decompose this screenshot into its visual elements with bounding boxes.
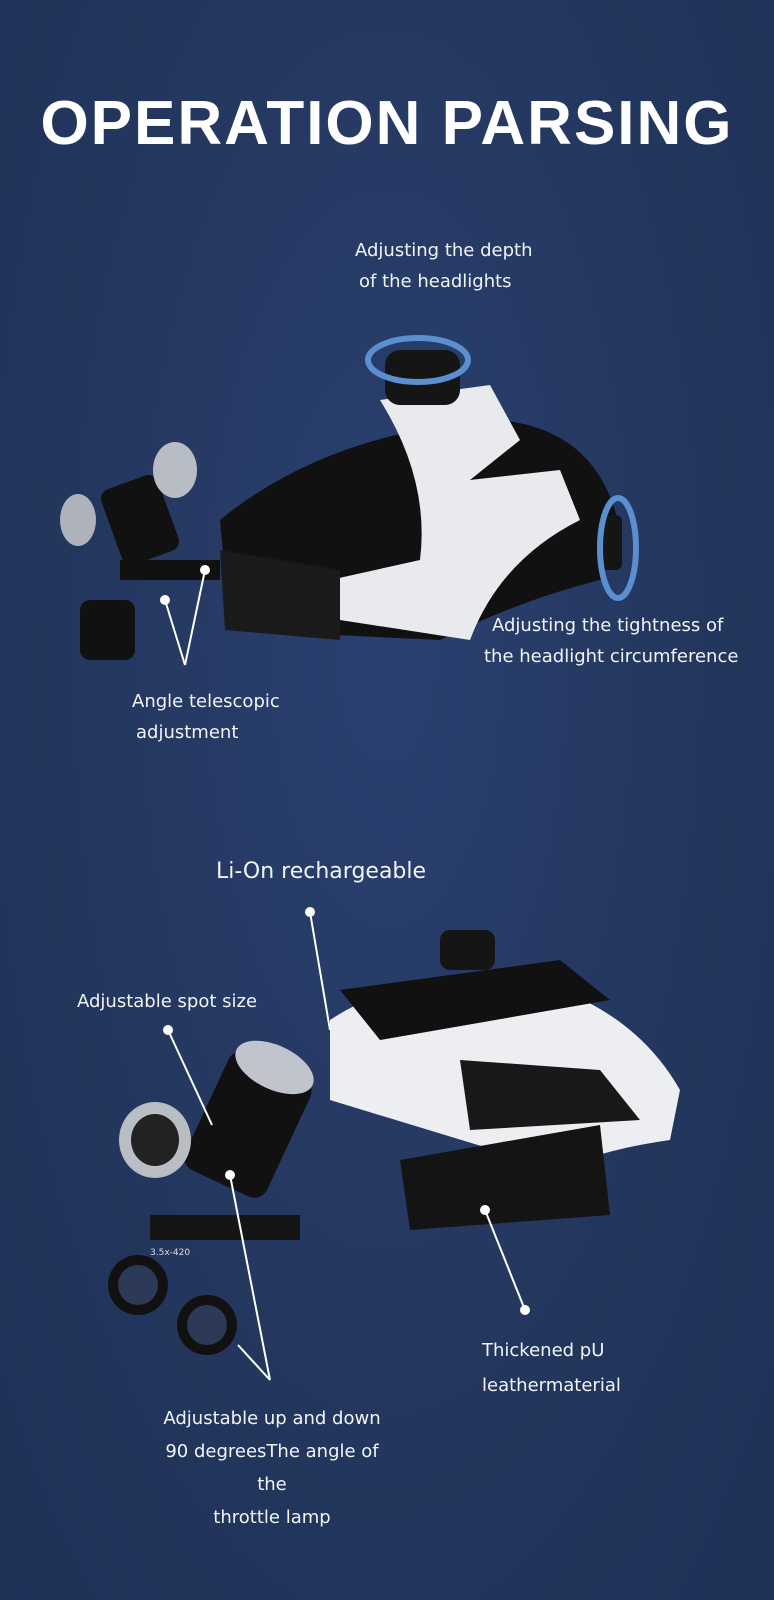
callout-updown: Adjustable up and down 90 degreesThe ang… xyxy=(150,1402,394,1534)
callout-lines-bottom xyxy=(163,907,530,1381)
callout-tightness: Adjusting the tightness of the headlight… xyxy=(484,610,738,672)
callout-angle: Angle telescopic adjustment xyxy=(132,686,280,748)
callout-text: adjustment xyxy=(136,722,239,743)
callout-lines-top xyxy=(160,565,210,666)
callout-text: 90 degreesThe angle of the xyxy=(165,1441,379,1495)
callout-spot: Adjustable spot size xyxy=(77,991,258,1012)
callout-text: of the headlights xyxy=(359,271,512,292)
callout-text: Angle telescopic xyxy=(132,691,280,712)
page-title: OPERATION PARSING xyxy=(40,89,734,158)
callout-text: Thickened pU xyxy=(482,1340,605,1361)
callout-depth: Adjusting the depth of the headlights xyxy=(355,235,532,297)
callout-text: the headlight circumference xyxy=(484,646,739,667)
headlamp-top-image xyxy=(60,350,622,660)
headlamp-bottom-image xyxy=(108,930,680,1355)
callout-text: Adjusting the tightness of xyxy=(492,615,724,636)
rotate-arrow-icon xyxy=(365,335,639,601)
callout-text: leathermaterial xyxy=(482,1375,621,1396)
callout-battery: Li-On rechargeable xyxy=(216,859,427,884)
callout-text: Adjusting the depth xyxy=(355,240,533,261)
callout-text: throttle lamp xyxy=(213,1507,331,1528)
callout-leather: Thickened pU leathermaterial xyxy=(482,1333,621,1403)
callout-text: Adjustable up and down xyxy=(163,1408,381,1429)
product-marking: 3.5x-420 xyxy=(150,1248,190,1258)
